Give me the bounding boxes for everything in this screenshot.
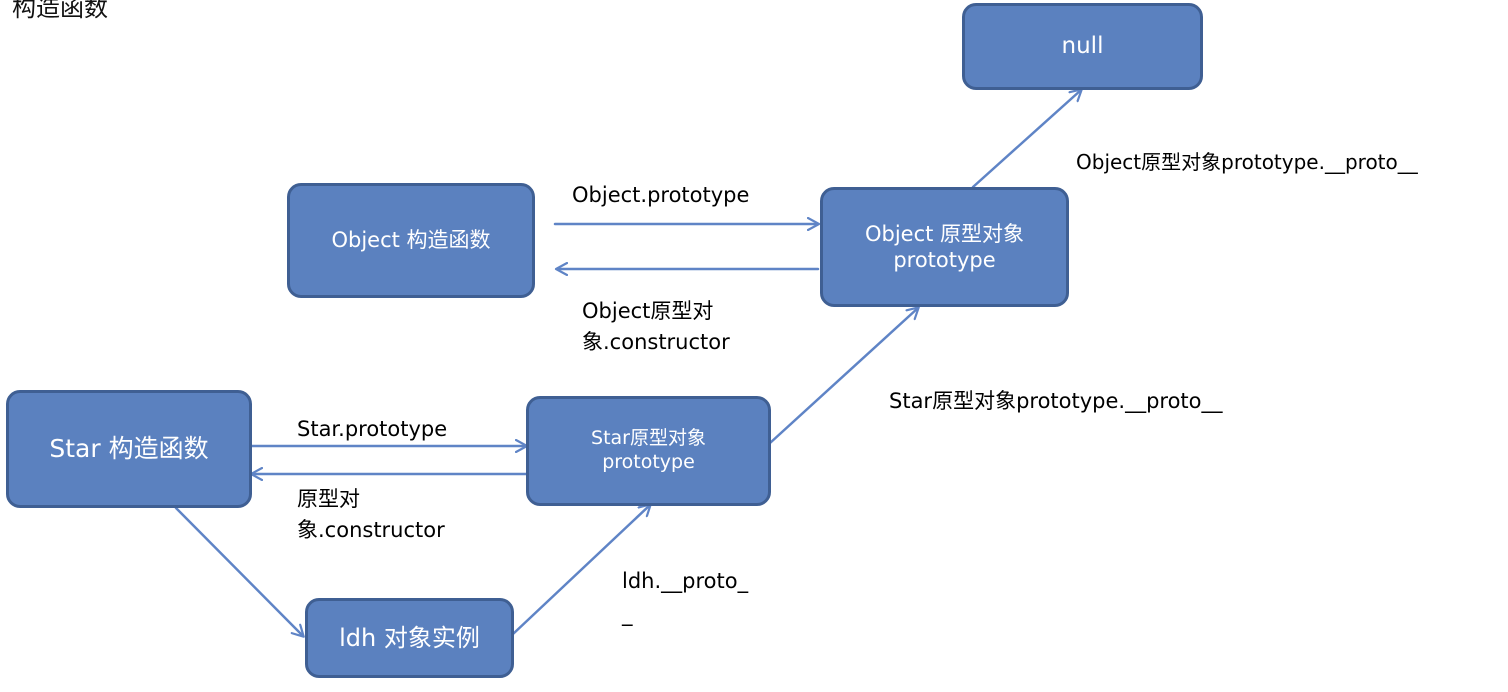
- star-prototype-link-label: Star.prototype: [297, 417, 448, 441]
- page-title: 构造函数: [12, 0, 108, 22]
- star-constructor-link-label-line2: 象.constructor: [297, 518, 445, 542]
- arrow-star-prototype-to-object-prototype: [768, 308, 918, 445]
- ldh-proto-label-line1: ldh.__proto_: [622, 569, 749, 593]
- null-box: null: [962, 3, 1203, 90]
- object-constructor-link-label-line2: 象.constructor: [582, 330, 730, 354]
- arrow-star-constructor-to-ldh-instance: [174, 506, 303, 636]
- ldh-instance-box-label: ldh 对象实例: [339, 624, 480, 652]
- ldh-instance-box: ldh 对象实例: [305, 598, 514, 678]
- object-prototype-box: Object 原型对象 prototype: [820, 187, 1069, 307]
- object-constructor-link-label-line1: Object原型对: [582, 299, 714, 323]
- object-prototype-box-line2: prototype: [893, 248, 996, 272]
- star-prototype-box-line2: prototype: [602, 451, 695, 473]
- star-prototype-box: Star原型对象 prototype: [526, 396, 771, 506]
- star-constructor-box-label: Star 构造函数: [49, 434, 209, 464]
- object-constructor-box: Object 构造函数: [287, 183, 535, 298]
- star-constructor-box: Star 构造函数: [6, 390, 252, 508]
- ldh-proto-label-line2: _: [622, 602, 633, 626]
- star-proto-chain-label: Star原型对象prototype.__proto__: [889, 389, 1223, 413]
- object-prototype-box-line1: Object 原型对象: [864, 221, 1025, 246]
- star-constructor-link-label-line1: 原型对: [297, 487, 360, 511]
- arrow-ldh-instance-to-star-prototype: [511, 505, 650, 636]
- arrow-object-prototype-to-null: [971, 90, 1081, 189]
- object-prototype-link-label: Object.prototype: [572, 183, 750, 207]
- object-proto-chain-label: Object原型对象prototype.__proto__: [1076, 150, 1418, 174]
- object-constructor-box-label: Object 构造函数: [331, 228, 491, 253]
- star-prototype-box-line1: Star原型对象: [591, 427, 706, 450]
- null-box-label: null: [1061, 33, 1104, 60]
